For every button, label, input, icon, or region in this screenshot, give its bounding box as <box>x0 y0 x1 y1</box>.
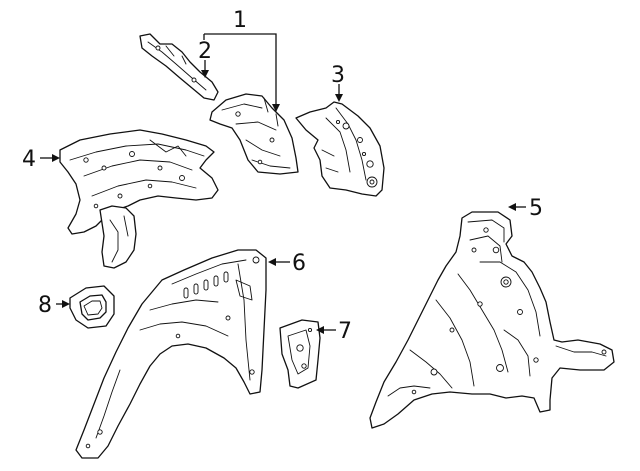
leader-1-right <box>204 33 277 106</box>
leader-1-right-arrow <box>272 104 280 112</box>
leader-3-arrow <box>335 94 343 102</box>
part-2-reinforcement <box>139 33 219 101</box>
leader-7-arrow <box>316 326 324 334</box>
callout-labels: 1 2 3 4 5 6 7 8 <box>22 8 543 344</box>
callout-2: 2 <box>198 39 212 64</box>
leader-5-arrow <box>508 203 516 211</box>
leader-6-arrow <box>268 258 276 266</box>
part-6-quarter-inner-panel <box>75 249 267 459</box>
part-3-pillar <box>295 101 385 197</box>
callout-1: 1 <box>233 8 247 33</box>
part-8-plug <box>69 285 115 329</box>
leader-lines <box>40 33 526 334</box>
leader-8-arrow <box>62 300 70 308</box>
callout-7: 7 <box>338 319 352 344</box>
callout-3: 3 <box>331 63 345 88</box>
leader-2-arrow <box>201 70 209 78</box>
callout-6: 6 <box>292 251 306 276</box>
part-7-bracket <box>279 319 321 389</box>
callout-4: 4 <box>22 147 36 172</box>
part-4-wheelhouse-inner <box>59 129 219 269</box>
callout-8: 8 <box>38 293 52 318</box>
leader-4-arrow <box>52 154 60 162</box>
part-1-inner-panel <box>209 93 299 175</box>
callout-5: 5 <box>529 196 543 221</box>
part-5-body-side-inner <box>369 211 615 429</box>
